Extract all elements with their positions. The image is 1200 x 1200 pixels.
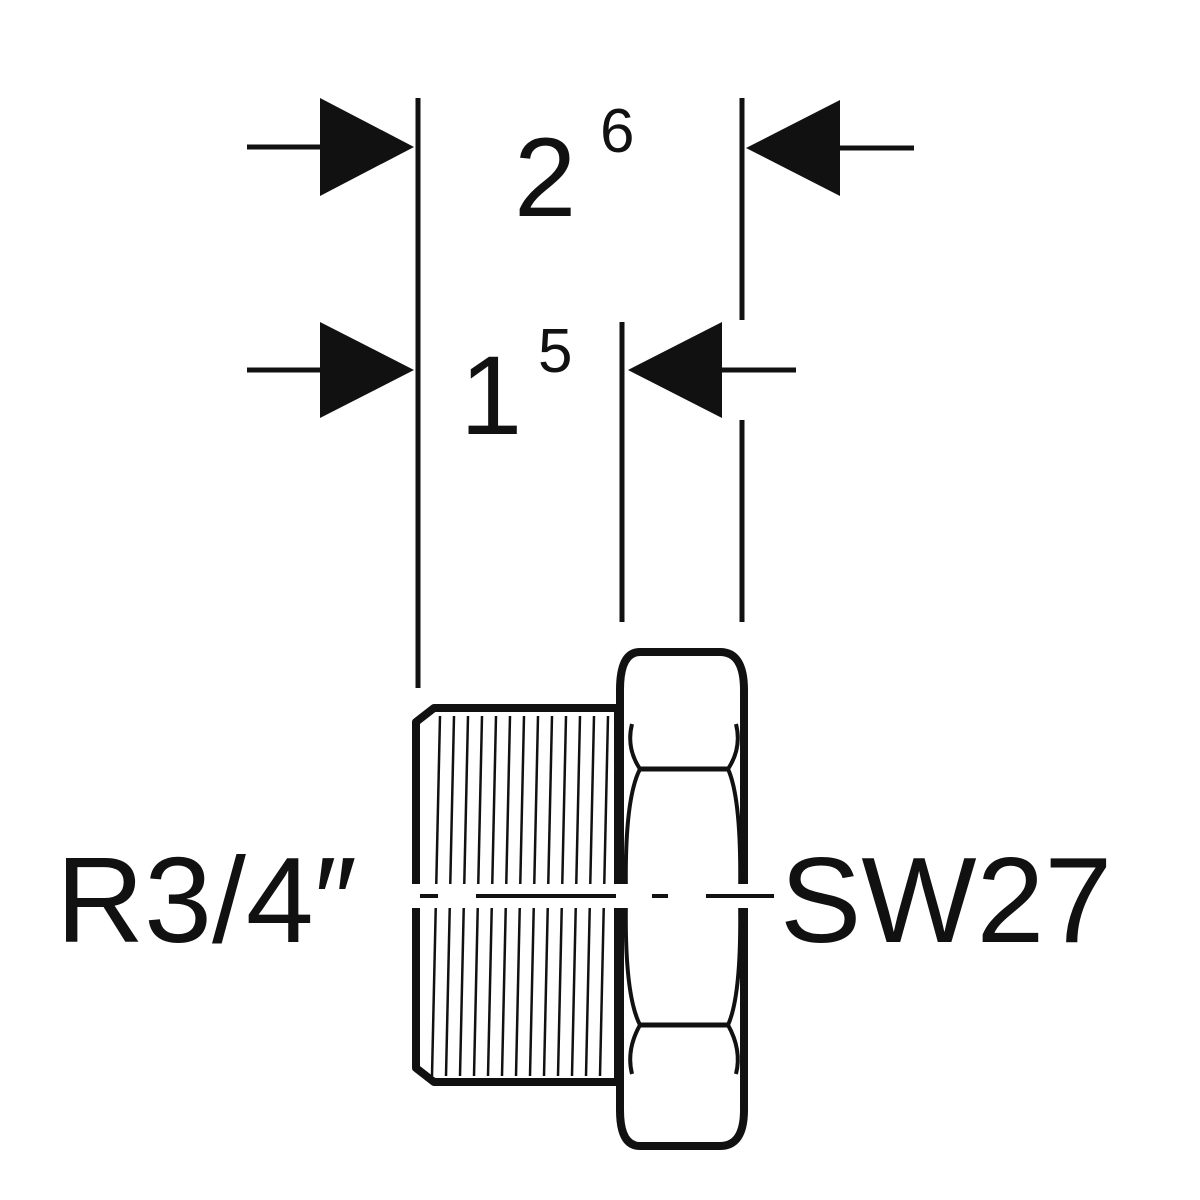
arrowhead-left-icon [746,100,840,196]
arrowhead-right-icon [320,98,414,196]
wrench-size-label: SW27 [780,832,1112,968]
thread-length-superscript: 5 [538,317,572,386]
thread-size-label: R3/4″ [56,832,357,968]
overall-length-superscript: 6 [600,97,634,166]
arrowhead-left-icon [628,322,722,418]
center-line [410,884,774,908]
svg-text:26: 26 [514,97,634,240]
svg-text:15: 15 [460,317,572,458]
overall-length-value: 2 [514,115,576,240]
thread-length-value: 1 [460,333,522,458]
arrowhead-right-icon [320,322,414,418]
extension-lines [415,98,745,688]
